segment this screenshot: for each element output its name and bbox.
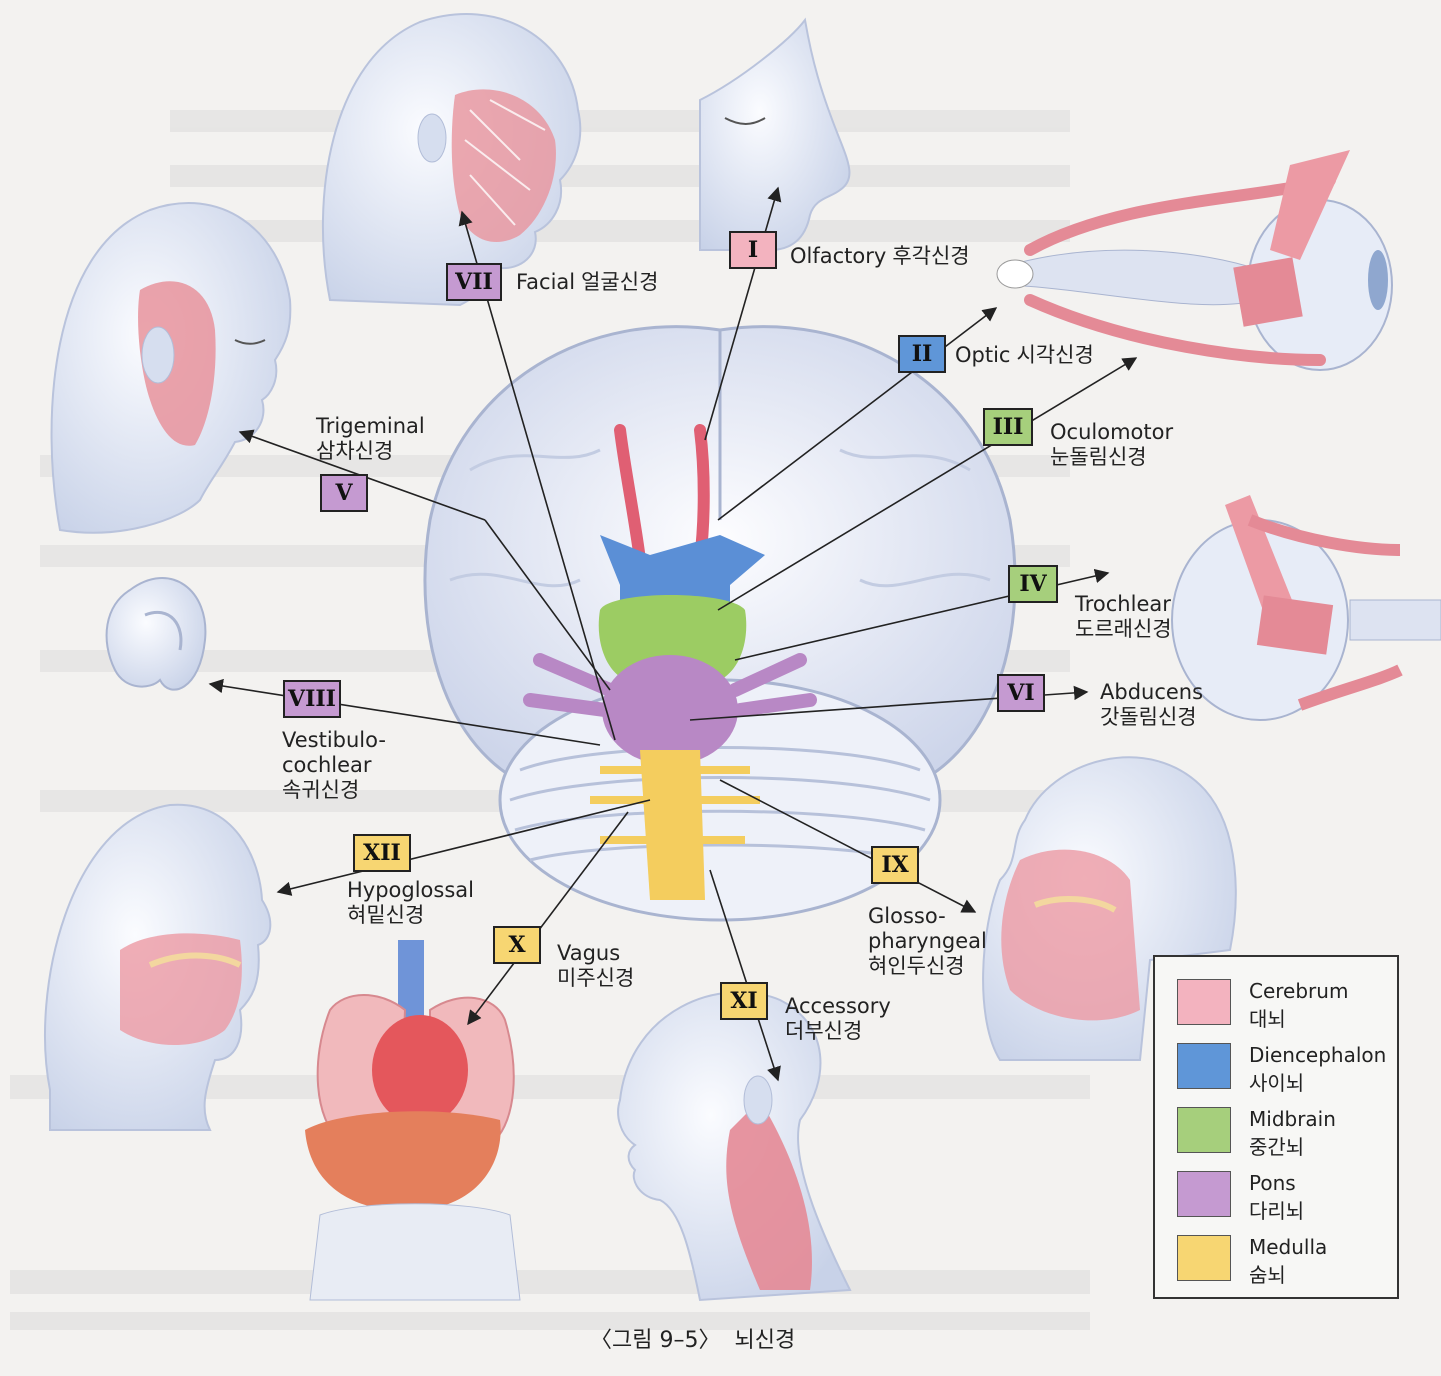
nose-profile-illustration bbox=[700, 20, 849, 250]
nerve-X-numeral: X bbox=[508, 932, 525, 958]
eye-trochlear-illustration bbox=[1172, 495, 1441, 720]
nerve-I-name: Olfactory bbox=[790, 244, 886, 268]
nerve-X-box: X bbox=[493, 926, 541, 964]
legend-label-cerebrum: Cerebrum bbox=[1249, 979, 1348, 1003]
nerve-IX-name-line1: Glosso- bbox=[868, 904, 987, 929]
legend-swatch-medulla bbox=[1177, 1235, 1231, 1281]
nerve-XII-box: XII bbox=[353, 834, 411, 872]
nerve-V-korean: 삼차신경 bbox=[316, 439, 425, 464]
nerve-IV-box: IV bbox=[1008, 565, 1058, 603]
legend-swatch-cerebrum bbox=[1177, 979, 1231, 1025]
nerve-VI-numeral: VI bbox=[1007, 680, 1034, 706]
nerve-II-box: II bbox=[898, 335, 946, 373]
legend-item-cerebrum: Cerebrum 대뇌 bbox=[1177, 979, 1397, 1029]
nerve-III-numeral: III bbox=[993, 414, 1024, 440]
nerve-IX-box: IX bbox=[871, 846, 919, 884]
nerve-III-box: III bbox=[983, 408, 1033, 446]
nerve-VIII-name-line2: cochlear bbox=[282, 753, 386, 778]
nerve-V-numeral: V bbox=[335, 480, 352, 506]
legend-korean-pons: 다리뇌 bbox=[1249, 1195, 1304, 1224]
thoracic-abdominal-organs-illustration bbox=[305, 940, 520, 1300]
legend-korean-medulla: 숨뇌 bbox=[1249, 1259, 1286, 1288]
legend-label-midbrain: Midbrain bbox=[1249, 1107, 1336, 1131]
legend-item-pons: Pons 다리뇌 bbox=[1177, 1171, 1397, 1221]
legend-item-medulla: Medulla 숨뇌 bbox=[1177, 1235, 1397, 1285]
legend-label-pons: Pons bbox=[1249, 1171, 1296, 1195]
legend-korean-cerebrum: 대뇌 bbox=[1249, 1003, 1286, 1032]
nerve-VII-box: VII bbox=[446, 263, 502, 301]
legend-swatch-midbrain bbox=[1177, 1107, 1231, 1153]
trigeminal-head-illustration bbox=[52, 203, 291, 533]
nerve-XII-korean: 혀밑신경 bbox=[347, 903, 474, 928]
nerve-II-numeral: II bbox=[912, 341, 933, 367]
nerve-IV-name: Trochlear bbox=[1075, 592, 1172, 617]
nerve-I-numeral: I bbox=[748, 237, 758, 263]
nerve-XI-box: XI bbox=[720, 982, 768, 1020]
legend-swatch-diencephalon bbox=[1177, 1043, 1231, 1089]
nerve-XI-korean: 더부신경 bbox=[785, 1019, 891, 1044]
nerve-IX-name-line2: pharyngeal bbox=[868, 929, 987, 954]
nerve-IV-korean: 도르래신경 bbox=[1075, 617, 1172, 642]
nerve-XI-name: Accessory bbox=[785, 994, 891, 1019]
nerve-II-korean: 시각신경 bbox=[1016, 343, 1093, 367]
nerve-VI-name: Abducens bbox=[1100, 680, 1203, 705]
nerve-XI-numeral: XI bbox=[730, 988, 757, 1014]
nerve-XII-name: Hypoglossal bbox=[347, 878, 474, 903]
legend-item-midbrain: Midbrain 중간뇌 bbox=[1177, 1107, 1397, 1157]
nerve-I-box: I bbox=[729, 231, 777, 269]
legend-swatch-pons bbox=[1177, 1171, 1231, 1217]
nerve-V-name: Trigeminal bbox=[316, 414, 425, 439]
ear-illustration bbox=[107, 578, 206, 690]
nerve-I-korean: 후각신경 bbox=[892, 244, 969, 268]
legend-label-diencephalon: Diencephalon bbox=[1249, 1043, 1386, 1067]
nerve-VIII-name-line1: Vestibulo- bbox=[282, 728, 386, 753]
figure-caption: 〈그림 9–5〉 뇌신경 bbox=[590, 1322, 809, 1354]
nerve-X-korean: 미주신경 bbox=[557, 966, 634, 991]
nerve-IV-numeral: IV bbox=[1019, 571, 1046, 597]
nerve-VII-name: Facial bbox=[516, 270, 575, 294]
nerve-X-name: Vagus bbox=[557, 941, 634, 966]
nerve-III-korean: 눈돌림신경 bbox=[1050, 445, 1173, 470]
nerve-VII-korean: 얼굴신경 bbox=[581, 270, 658, 294]
legend-korean-diencephalon: 사이뇌 bbox=[1249, 1067, 1304, 1096]
nerve-VIII-box: VIII bbox=[283, 680, 341, 718]
nerve-IX-numeral: IX bbox=[881, 852, 908, 878]
figure-title: 뇌신경 bbox=[734, 1328, 795, 1353]
nerve-III-name: Oculomotor bbox=[1050, 420, 1173, 445]
legend-korean-midbrain: 중간뇌 bbox=[1249, 1131, 1304, 1160]
nerve-XII-numeral: XII bbox=[363, 840, 401, 866]
brain-inferior-view bbox=[425, 327, 1015, 920]
legend: Cerebrum 대뇌 Diencephalon 사이뇌 Midbrain 중간… bbox=[1153, 955, 1399, 1299]
nerve-VI-korean: 갓돌림신경 bbox=[1100, 705, 1203, 730]
legend-item-diencephalon: Diencephalon 사이뇌 bbox=[1177, 1043, 1397, 1093]
nerve-V-box: V bbox=[320, 474, 368, 512]
nerve-VIII-korean: 속귀신경 bbox=[282, 778, 386, 803]
facial-muscles-head-illustration bbox=[323, 14, 580, 305]
nerve-II-name: Optic bbox=[955, 343, 1010, 367]
nerve-IX-korean: 혀인두신경 bbox=[868, 954, 987, 979]
legend-label-medulla: Medulla bbox=[1249, 1235, 1327, 1259]
figure-number: 〈그림 9–5〉 bbox=[590, 1328, 720, 1353]
nerve-VIII-numeral: VIII bbox=[288, 686, 336, 712]
nerve-VI-box: VI bbox=[997, 674, 1045, 712]
nerve-VII-numeral: VII bbox=[455, 269, 493, 295]
